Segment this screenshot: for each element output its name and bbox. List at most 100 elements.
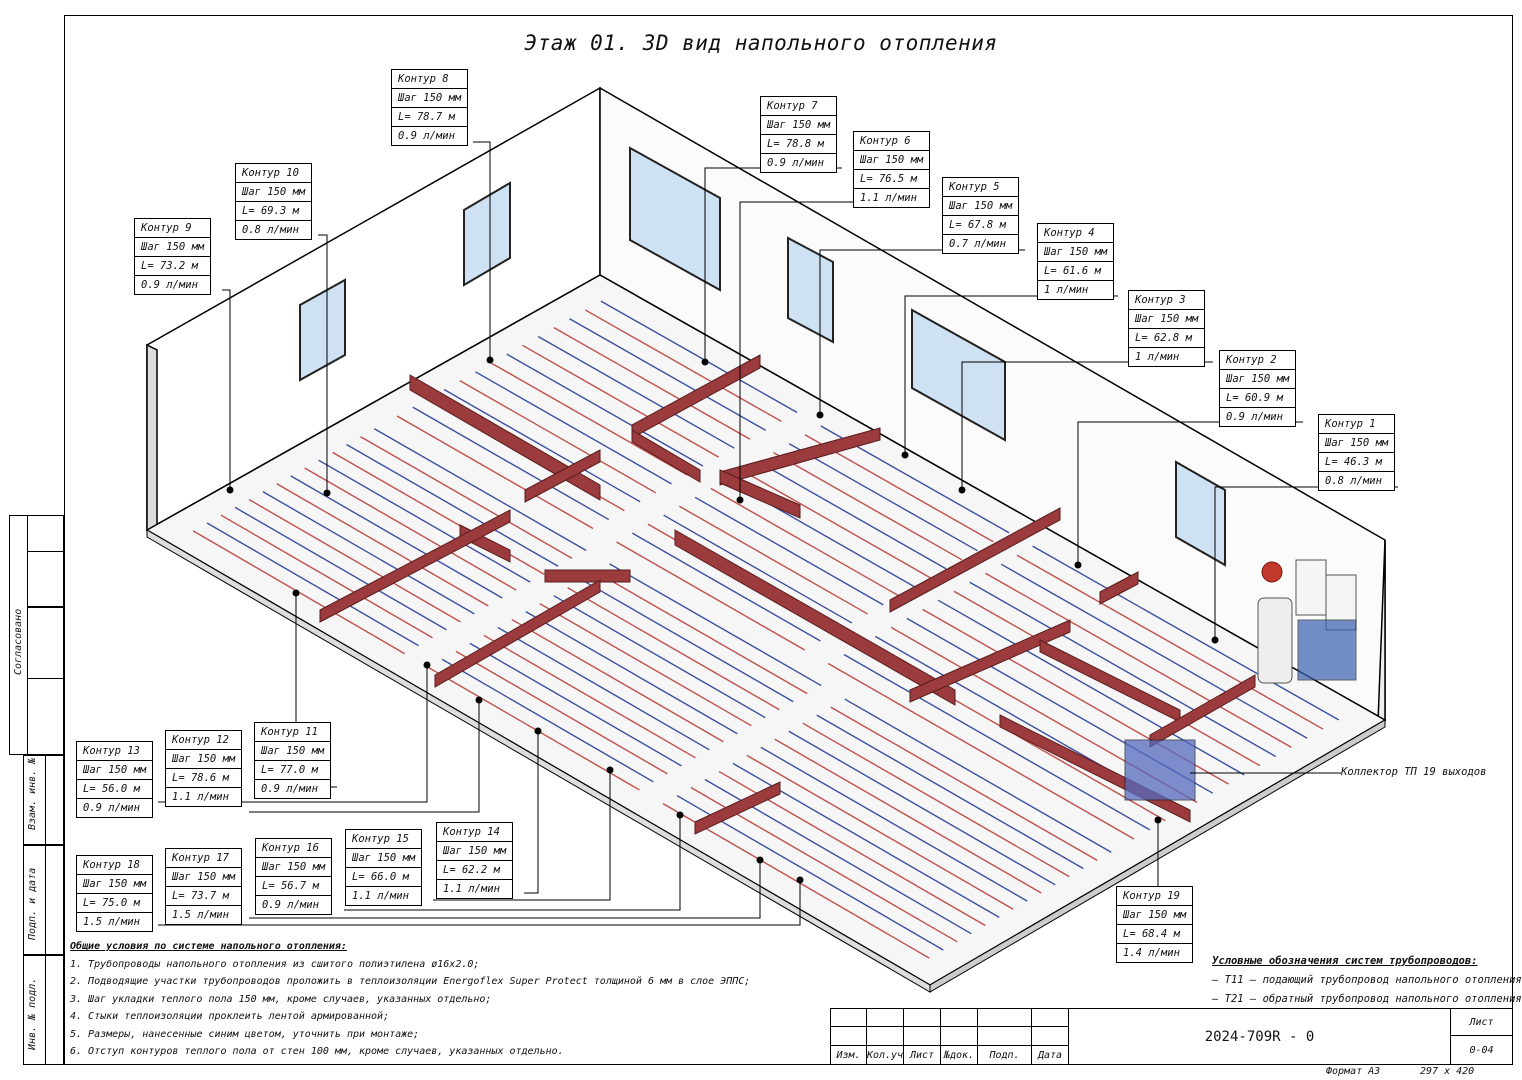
pipe-run bbox=[537, 335, 735, 449]
pipe-run bbox=[581, 579, 794, 703]
pipe-run bbox=[616, 541, 806, 651]
stamp-col-date: Дата bbox=[1031, 1045, 1069, 1065]
leader-dots bbox=[226, 356, 1219, 884]
bar-9 bbox=[544, 569, 631, 583]
pipe-run bbox=[441, 658, 654, 783]
pipe-run bbox=[497, 626, 710, 751]
expansion-vessel bbox=[1261, 561, 1283, 583]
window-5 bbox=[911, 308, 1006, 442]
pipe-run bbox=[802, 722, 1070, 878]
bar-11 bbox=[674, 529, 956, 706]
legend-return: – T21 – обратный трубопровод напольного … bbox=[1212, 993, 1522, 1005]
stamp-col-izm: Изм. bbox=[830, 1045, 867, 1065]
drawing-title: Этаж 01. 3D вид напольного отопления bbox=[524, 31, 998, 55]
pipe-run bbox=[969, 581, 1277, 758]
pipe-run bbox=[827, 662, 1135, 840]
pipe-run bbox=[595, 571, 808, 695]
note-6: 6. Отступ контуров теплого пола от стен … bbox=[70, 1046, 564, 1057]
legend-title: Условные обозначения систем трубопроводо… bbox=[1212, 955, 1478, 967]
bar-4 bbox=[631, 429, 701, 483]
bar-12 bbox=[889, 507, 1061, 613]
stamp-col-list: Лист bbox=[903, 1045, 941, 1065]
pipe-run bbox=[469, 642, 682, 767]
pipe-run bbox=[490, 362, 688, 476]
pipe-run bbox=[360, 436, 573, 559]
agreed-label: Согласовано bbox=[13, 608, 24, 675]
insulation-bars bbox=[319, 354, 1256, 835]
pipe-run bbox=[248, 498, 461, 623]
stamp-col-kol: Кол.уч bbox=[866, 1045, 904, 1065]
pipe-run bbox=[609, 563, 822, 687]
pipe-run bbox=[843, 653, 1151, 831]
window-2 bbox=[463, 181, 511, 287]
notes-title: Общие условия по системе напольного отоп… bbox=[70, 941, 347, 952]
boiler-1 bbox=[1295, 559, 1327, 616]
collector-label: Коллектор ТП 19 выходов bbox=[1341, 766, 1487, 778]
pipe-run bbox=[816, 714, 1084, 870]
sheet-number: 0-04 bbox=[1450, 1035, 1513, 1065]
boiler-equipment bbox=[1124, 559, 1357, 801]
bar-8 bbox=[319, 509, 511, 623]
pipe-run bbox=[553, 595, 766, 719]
pipe-run bbox=[584, 309, 782, 423]
pipe-legend: Условные обозначения систем трубопроводо… bbox=[1212, 952, 1522, 1009]
collector bbox=[1124, 739, 1196, 801]
general-notes: Общие условия по системе напольного отоп… bbox=[70, 938, 750, 1061]
windows bbox=[299, 146, 1226, 567]
window-1 bbox=[299, 278, 346, 382]
pipe-run bbox=[206, 522, 419, 647]
sheet-label: Лист bbox=[1450, 1008, 1513, 1036]
legend-supply: – T11 – подающий трубопровод напольного … bbox=[1212, 974, 1522, 986]
pipe-run bbox=[346, 443, 559, 567]
pipe-run bbox=[553, 327, 751, 440]
note-4: 4. Стыки теплоизоляции проклеить лентой … bbox=[70, 1011, 390, 1022]
pipe-run bbox=[427, 666, 640, 791]
pipe-run bbox=[631, 532, 821, 642]
bar-18 bbox=[694, 781, 781, 835]
inv-orig-label: Инв. № подл. bbox=[27, 977, 38, 1050]
stamp-col-sign: Подп. bbox=[977, 1045, 1032, 1065]
pipe-run bbox=[374, 428, 587, 552]
pipe-run bbox=[741, 469, 931, 579]
bar-1 bbox=[409, 374, 601, 501]
pipe-run bbox=[710, 487, 900, 597]
pipe-run bbox=[220, 514, 433, 639]
approval-sidebar: Согласовано Взам. инв. № Подп. и дата Ин… bbox=[9, 515, 64, 1065]
pipe-run bbox=[773, 452, 963, 561]
note-5: 5. Размеры, нанесенные синим цветом, уто… bbox=[70, 1028, 420, 1040]
pipe-run bbox=[525, 610, 738, 735]
pipe-run bbox=[506, 353, 704, 467]
window-3 bbox=[629, 146, 721, 292]
format-label: Формат А3 bbox=[1326, 1066, 1381, 1077]
drawing-frame bbox=[64, 15, 1513, 1065]
pipe-run bbox=[746, 754, 1014, 910]
bar-13 bbox=[909, 619, 1071, 703]
pipe-run bbox=[522, 344, 719, 458]
pipe-run bbox=[262, 491, 475, 615]
note-3: 3. Шаг укладки теплого пола 150 мм, кром… bbox=[70, 993, 492, 1005]
pipe-run bbox=[304, 467, 517, 591]
pipe-run bbox=[396, 415, 594, 530]
pipe-run bbox=[567, 587, 780, 711]
pipe-run bbox=[1032, 545, 1340, 721]
pipe-run bbox=[788, 443, 978, 552]
pipe-run bbox=[539, 603, 752, 727]
pipe-run bbox=[600, 300, 798, 414]
pipe-run bbox=[662, 802, 930, 959]
pipe-run bbox=[694, 496, 884, 606]
boiler-tank bbox=[1257, 597, 1293, 684]
pipe-run bbox=[663, 514, 853, 624]
front-left-wall-edge bbox=[146, 343, 158, 531]
